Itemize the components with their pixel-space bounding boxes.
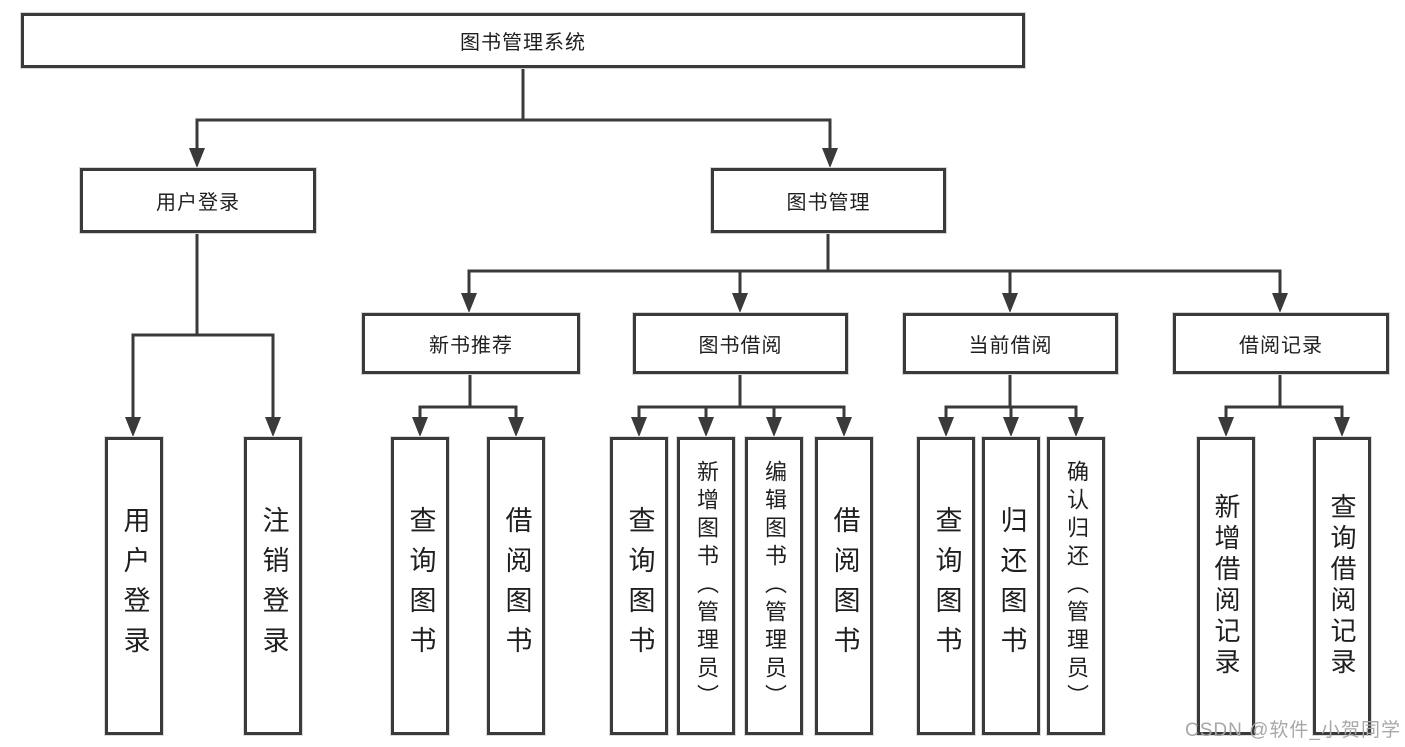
node-label: 新增图书（管理员）: [694, 460, 719, 712]
node-leaf-nb-query-books: 查询图书: [391, 437, 449, 735]
node-borrowing-records: 借阅记录: [1173, 313, 1389, 374]
node-leaf-br-add-record: 新增借阅记录: [1197, 437, 1255, 735]
node-label: 用户登录: [119, 506, 150, 666]
node-leaf-bb-add-books-admin: 新增图书（管理员）: [677, 437, 735, 735]
node-label: 借阅图书: [501, 506, 532, 666]
node-leaf-cb-return-books: 归还图书: [982, 437, 1040, 735]
node-label: 图书管理: [786, 192, 871, 214]
node-label: 图书管理系统: [460, 32, 586, 54]
node-leaf-bb-borrow-books: 借阅图书: [815, 437, 873, 735]
node-leaf-bb-query-books: 查询图书: [610, 437, 668, 735]
node-label: 归还图书: [996, 506, 1027, 666]
node-leaf-bb-edit-books-admin: 编辑图书（管理员）: [745, 437, 803, 735]
node-label: 借阅记录: [1239, 335, 1323, 357]
csdn-watermark: CSDN @软件_小贺同学: [1185, 720, 1401, 741]
node-label: 注销登录: [258, 506, 289, 666]
node-leaf-cb-confirm-return-admin: 确认归还（管理员）: [1047, 437, 1105, 735]
node-leaf-nb-borrow-books: 借阅图书: [487, 437, 545, 735]
node-label: 新增借阅记录: [1211, 493, 1241, 679]
node-leaf-br-query-record: 查询借阅记录: [1313, 437, 1371, 735]
node-current-borrowing: 当前借阅: [903, 313, 1118, 374]
node-leaf-user-login: 用户登录: [105, 437, 163, 735]
node-label: 编辑图书（管理员）: [762, 460, 787, 712]
node-label: 查询图书: [931, 506, 962, 666]
node-label: 当前借阅: [968, 335, 1053, 357]
node-label: 新书推荐: [429, 335, 513, 357]
node-book-management: 图书管理: [711, 168, 946, 233]
node-new-book-recommend: 新书推荐: [362, 313, 580, 374]
node-label: 确认归还（管理员）: [1064, 460, 1089, 712]
node-label: 查询图书: [624, 506, 655, 666]
node-leaf-cb-query-books: 查询图书: [917, 437, 975, 735]
node-book-management-system: 图书管理系统: [21, 13, 1025, 68]
node-label: 查询图书: [405, 506, 436, 666]
node-label: 图书借阅: [698, 335, 783, 357]
node-book-borrowing: 图书借阅: [633, 313, 848, 374]
node-user-login: 用户登录: [80, 168, 316, 233]
node-leaf-logout: 注销登录: [244, 437, 302, 735]
node-label: 查询借阅记录: [1327, 493, 1357, 679]
node-label: 借阅图书: [829, 506, 860, 666]
node-label: 用户登录: [156, 192, 240, 214]
